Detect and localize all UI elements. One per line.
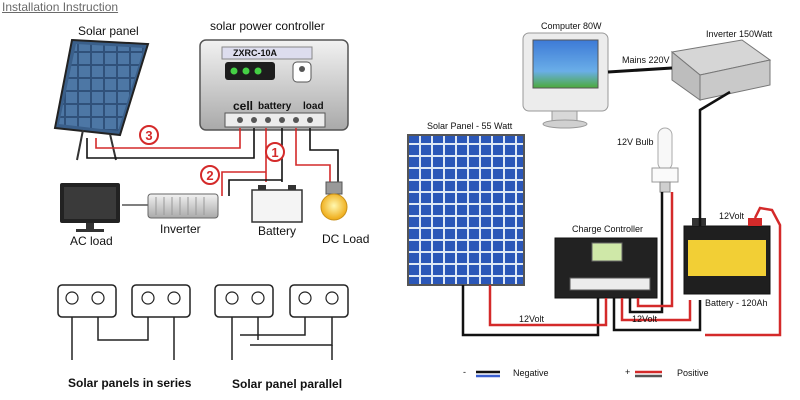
charge-controller-label: Charge Controller xyxy=(572,224,644,234)
battery-voltage-label: 12Volt xyxy=(719,211,745,221)
terminal-glyphs xyxy=(65,291,339,305)
terminal-load-label: load xyxy=(303,101,324,112)
step-marker-1 xyxy=(265,142,285,162)
right-inverter xyxy=(670,39,772,101)
right-solar-panel xyxy=(407,134,525,286)
step-1-label: 1 xyxy=(271,145,278,160)
legend-negative-label: Negative xyxy=(513,368,549,378)
dc-load-bulb xyxy=(320,181,348,221)
left-battery xyxy=(251,185,303,223)
step-marker-2 xyxy=(200,165,220,185)
legend-positive-sign: + xyxy=(625,367,631,377)
right-battery xyxy=(683,218,771,295)
series-parallel-panels xyxy=(57,284,349,360)
parallel-caption: Solar panel parallel xyxy=(232,377,343,391)
wire-legend xyxy=(476,370,662,378)
mains-label: Mains 220V xyxy=(622,55,670,65)
right-bulb xyxy=(651,127,679,193)
right-wires xyxy=(461,90,782,337)
right-solar-panel-label: Solar Panel - 55 Watt xyxy=(427,121,513,131)
dc-load-label: DC Load xyxy=(322,232,370,246)
right-wiring-diagram xyxy=(407,32,782,378)
legend-negative-sign: - xyxy=(463,367,466,377)
right-inverter-label: Inverter 150Watt xyxy=(706,29,773,39)
left-wires xyxy=(86,128,339,206)
battery-label: Battery xyxy=(258,224,297,238)
mains-cable xyxy=(607,66,673,74)
wire-12v-label-2: 12Volt xyxy=(632,314,658,324)
left-inverter xyxy=(147,193,219,219)
solar-power-controller xyxy=(199,39,349,131)
left-wiring-diagram: 1 2 3 xyxy=(53,38,349,360)
terminal-battery-label: battery xyxy=(258,101,292,112)
series-caption: Solar panels in series xyxy=(68,376,192,390)
step-3-label: 3 xyxy=(145,128,152,143)
ac-load-monitor xyxy=(60,183,120,232)
controller-model: ZXRC-10A xyxy=(233,48,278,58)
inverter-label: Inverter xyxy=(160,222,201,236)
step-marker-3 xyxy=(139,125,159,145)
ac-load-label: AC load xyxy=(70,234,113,248)
computer-label: Computer 80W xyxy=(541,21,602,31)
charge-controller xyxy=(554,237,658,299)
left-solar-panel xyxy=(53,38,150,161)
bulb-label: 12V Bulb xyxy=(617,137,654,147)
legend-positive-label: Positive xyxy=(677,368,709,378)
terminal-cell-label: cell xyxy=(233,99,254,113)
battery-capacity-label: Battery - 120Ah xyxy=(705,298,768,308)
page-title: Installation Instruction xyxy=(2,0,119,14)
wire-12v-label-1: 12Volt xyxy=(519,314,545,324)
controller-title: solar power controller xyxy=(210,19,325,33)
left-solar-panel-label: Solar panel xyxy=(78,24,139,38)
step-2-label: 2 xyxy=(206,168,213,183)
computer xyxy=(522,32,609,129)
step-markers xyxy=(139,125,285,185)
